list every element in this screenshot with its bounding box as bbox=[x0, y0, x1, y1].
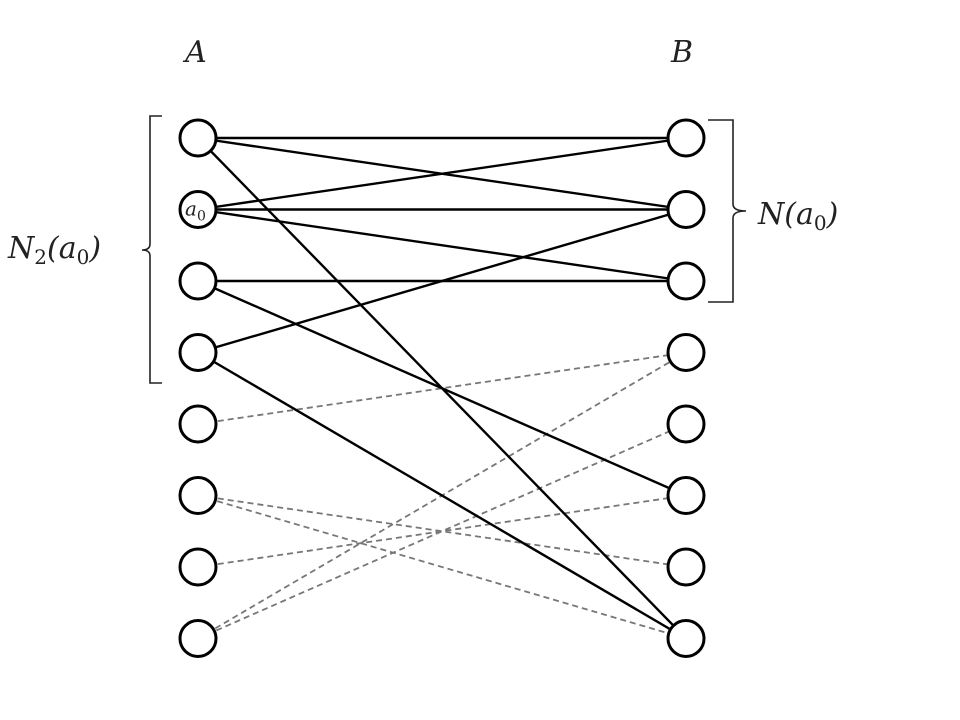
second-neighborhood-label-close: ) bbox=[88, 231, 101, 266]
node-b-2 bbox=[666, 261, 706, 301]
node-a-5 bbox=[178, 476, 218, 515]
second-neighborhood-label-arg-sub: 0 bbox=[77, 245, 90, 269]
node-b-5 bbox=[666, 476, 706, 515]
set-b-label: B bbox=[670, 35, 693, 70]
a0-node-label-sub: 0 bbox=[197, 209, 206, 225]
a0-node-label-main: a bbox=[185, 197, 197, 221]
dashed-edge-a6-b5 bbox=[197, 494, 687, 568]
second-neighborhood-label-main: N bbox=[7, 231, 36, 266]
solid-edge-a2-b5 bbox=[197, 279, 687, 497]
second-neighborhood-bracket bbox=[141, 115, 162, 384]
second-neighborhood-label: N2(a0) bbox=[7, 231, 101, 269]
node-b-7 bbox=[666, 619, 706, 658]
neighborhood-bracket bbox=[708, 119, 747, 303]
node-a-7 bbox=[178, 619, 218, 658]
solid-edge-a1-b0 bbox=[197, 136, 687, 211]
set-a-label: A bbox=[182, 35, 207, 70]
a0-node-label: a0 bbox=[185, 197, 206, 225]
brackets-layer bbox=[141, 115, 747, 384]
solid-edge-a3-b1 bbox=[197, 208, 687, 354]
node-a-3 bbox=[178, 333, 218, 372]
node-b-0 bbox=[666, 118, 706, 158]
second-neighborhood-label-arg: (a bbox=[47, 231, 77, 266]
node-a-2 bbox=[178, 261, 218, 301]
neighborhood-label: N(a0) bbox=[757, 197, 838, 235]
node-b-1 bbox=[666, 190, 706, 229]
nodes-layer: a0 bbox=[178, 118, 706, 658]
node-a-0 bbox=[178, 118, 218, 158]
neighborhood-label-main: N(a bbox=[757, 197, 814, 232]
node-a-1 bbox=[178, 190, 218, 229]
labels-layer: A B N(a0) N2(a0) bbox=[7, 35, 838, 269]
solid-edge-a3-b7 bbox=[197, 351, 687, 640]
edges-layer bbox=[197, 136, 687, 640]
dashed-edge-a4-b3 bbox=[197, 351, 687, 425]
node-a-6 bbox=[178, 547, 218, 587]
neighborhood-label-sub: 0 bbox=[814, 211, 827, 235]
node-a-4 bbox=[178, 404, 218, 444]
node-b-6 bbox=[666, 547, 706, 587]
dashed-edge-a5-b7 bbox=[197, 494, 687, 640]
second-neighborhood-label-sub: 2 bbox=[34, 245, 47, 269]
neighborhood-label-close: ) bbox=[826, 197, 839, 232]
node-b-3 bbox=[666, 333, 706, 372]
dashed-edge-a7-b4 bbox=[197, 423, 687, 640]
node-b-4 bbox=[666, 404, 706, 444]
solid-edge-a1-b2 bbox=[197, 208, 687, 283]
